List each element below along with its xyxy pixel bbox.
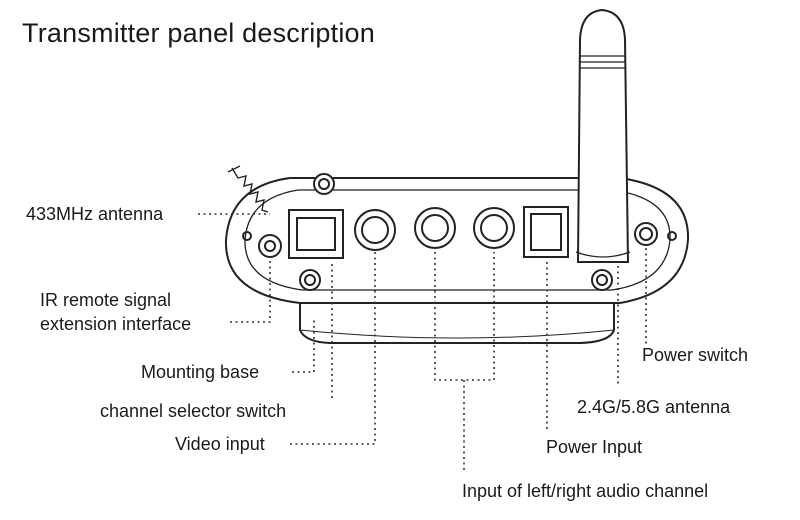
- label-ir-line2: extension interface: [40, 314, 192, 334]
- antenna-24-58-shape: [575, 8, 631, 263]
- leader-lines: [198, 213, 647, 470]
- label-antenna-24-58: 2.4G/5.8G antenna: [577, 397, 731, 417]
- screw-top-left: [313, 173, 335, 195]
- screw-bottom-left: [299, 269, 321, 291]
- power-switch-knob: [634, 222, 658, 246]
- label-video-input: Video input: [175, 434, 265, 454]
- leader-video: [290, 252, 376, 445]
- label-mounting-base: Mounting base: [141, 362, 260, 382]
- screw-bottom-right: [591, 269, 613, 291]
- leader-base: [292, 320, 315, 373]
- label-audio-input: Input of left/right audio channel: [462, 481, 709, 501]
- channel-selector-switch: [288, 209, 344, 259]
- ir-extension-jack: [258, 234, 282, 258]
- power-input-jack: [523, 206, 569, 258]
- label-ir-line1: IR remote signal: [40, 290, 172, 310]
- video-input-jack: [354, 209, 396, 251]
- leader-audio: [434, 252, 495, 470]
- audio-right-jack: [473, 207, 515, 249]
- antenna-433-coil: [227, 165, 269, 213]
- leader-ir: [230, 258, 271, 323]
- audio-left-jack: [414, 207, 456, 249]
- mounting-base-shape: [299, 300, 615, 344]
- page-title: Transmitter panel description: [22, 18, 375, 48]
- label-power-switch: Power switch: [642, 345, 749, 365]
- label-power-input: Power Input: [546, 437, 643, 457]
- label-channel-selector: channel selector switch: [100, 401, 287, 421]
- label-433mhz-antenna: 433MHz antenna: [26, 204, 164, 224]
